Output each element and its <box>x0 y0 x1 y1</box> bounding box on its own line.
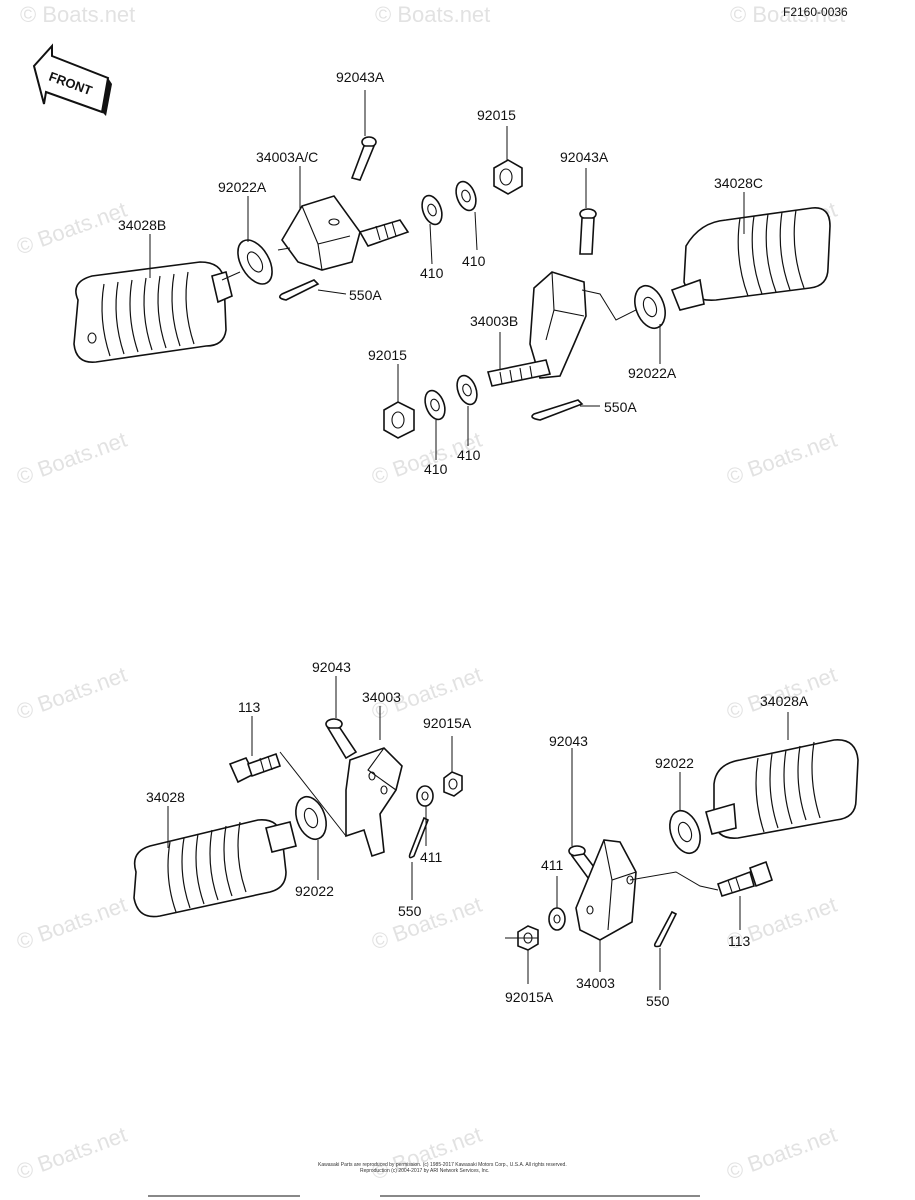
watermark: © Boats.net <box>13 427 130 490</box>
part-labels: 92043A 92015 34003A/C 92022A 34028B 550A… <box>118 69 809 1009</box>
front-arrow-icon: FRONT <box>32 43 112 116</box>
part-label-34003A-C: 34003A/C <box>256 149 318 165</box>
part-label-34003: 34003 <box>576 975 615 991</box>
washer-410 <box>455 180 477 212</box>
part-label-550A: 550A <box>349 287 382 303</box>
nut-92015 <box>383 401 415 439</box>
pin-92043 <box>325 718 358 760</box>
watermark: © Boats.net <box>723 1122 840 1185</box>
part-label-34003: 34003 <box>362 689 401 705</box>
part-label-550: 550 <box>398 903 422 919</box>
part-label-34028B: 34028B <box>118 217 166 233</box>
watermark: © Boats.net <box>375 2 490 27</box>
nut-92015 <box>493 159 523 195</box>
part-label-92022: 92022 <box>295 883 334 899</box>
part-label-92043A: 92043A <box>336 69 385 85</box>
bolt-113 <box>716 860 774 897</box>
washer-410 <box>421 194 443 226</box>
watermark: © Boats.net <box>13 1122 130 1185</box>
copyright-line: Kawasaki Parts are reproduced by permiss… <box>318 1162 567 1168</box>
cotter-pin-550A <box>278 279 320 301</box>
bracket-34003 <box>345 747 403 858</box>
washer-92022 <box>669 809 701 855</box>
part-label-550: 550 <box>646 993 670 1009</box>
part-label-92043: 92043 <box>549 733 588 749</box>
washer-92022 <box>295 795 327 841</box>
part-label-410: 410 <box>420 265 444 281</box>
bracket-34003B <box>486 271 587 387</box>
watermark: © Boats.net <box>368 1122 485 1185</box>
washer-92022A <box>634 284 666 330</box>
part-label-92043A: 92043A <box>560 149 609 165</box>
watermark: © Boats.net <box>723 427 840 490</box>
figure-ref-code: F2160-0036 <box>783 5 848 19</box>
part-label-113: 113 <box>238 699 261 715</box>
part-label-92015: 92015 <box>368 347 407 363</box>
bracket-34003AC <box>281 195 410 271</box>
pin-92043A <box>350 136 377 181</box>
footpeg-34028B <box>73 261 233 363</box>
part-label-92043: 92043 <box>312 659 351 675</box>
bracket-34003 <box>575 839 637 941</box>
part-label-92022: 92022 <box>655 755 694 771</box>
pin-92043A <box>579 208 597 255</box>
footpeg-34028 <box>133 819 297 918</box>
part-label-34028C: 34028C <box>714 175 763 191</box>
part-label-92015A: 92015A <box>423 715 472 731</box>
part-label-550A: 550A <box>604 399 637 415</box>
watermark: © Boats.net <box>13 662 130 725</box>
watermark: © Boats.net <box>13 197 130 260</box>
part-label-92022A: 92022A <box>218 179 267 195</box>
part-label-34028: 34028 <box>146 789 185 805</box>
washer-410 <box>424 389 446 421</box>
washer-410 <box>456 374 478 406</box>
part-label-92015: 92015 <box>477 107 516 123</box>
footpeg-34028A <box>705 739 859 839</box>
part-label-411: 411 <box>420 849 443 865</box>
part-label-92022A: 92022A <box>628 365 677 381</box>
copyright-line: Reproduction (c) 2004-2017 by ARI Networ… <box>360 1168 490 1174</box>
part-label-410: 410 <box>424 461 448 477</box>
washer-92022A <box>237 239 273 285</box>
cotter-pin-550 <box>653 910 678 948</box>
washer-411 <box>548 907 566 931</box>
watermark: © Boats.net <box>368 892 485 955</box>
part-label-34028A: 34028A <box>760 693 809 709</box>
part-label-410: 410 <box>462 253 486 269</box>
cotter-pin-550A <box>531 399 584 421</box>
watermark: © Boats.net <box>13 892 130 955</box>
washer-411 <box>416 785 434 807</box>
part-label-92015A: 92015A <box>505 989 554 1005</box>
nut-92015A <box>443 771 463 797</box>
watermark: © Boats.net <box>730 2 845 27</box>
bolt-113 <box>228 752 282 784</box>
part-label-411: 411 <box>541 857 564 873</box>
part-label-410: 410 <box>457 447 481 463</box>
part-label-113: 113 <box>728 933 751 949</box>
part-label-34003B: 34003B <box>470 313 518 329</box>
watermark: © Boats.net <box>20 2 135 27</box>
footpeg-34028C <box>670 207 831 311</box>
leader-lines <box>149 90 789 990</box>
